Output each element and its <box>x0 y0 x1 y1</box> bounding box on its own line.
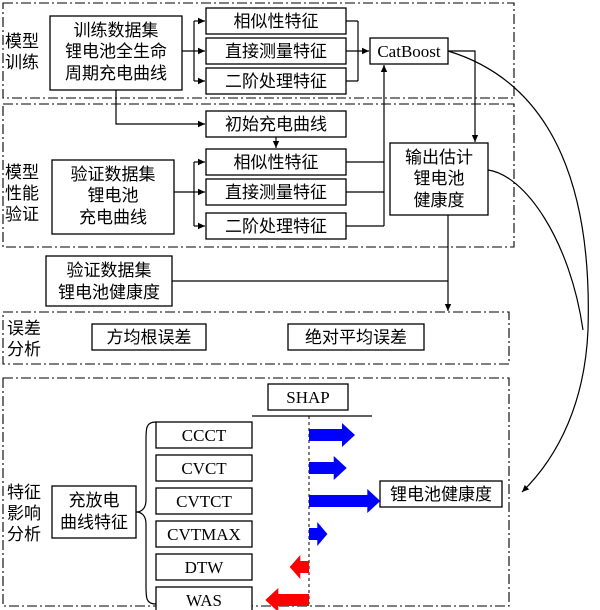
direct-feature-label-2: 直接测量特征 <box>225 183 327 203</box>
section-error-label-2: 分析 <box>7 340 41 360</box>
sim-feature-label-2: 相似性特征 <box>234 153 319 173</box>
sim-feature-label-1: 相似性特征 <box>234 12 319 32</box>
val-data-line-1: 验证数据集 <box>71 165 156 185</box>
section-training-frame <box>2 2 515 99</box>
section-error-label-1: 误差 <box>7 319 41 339</box>
direct-feature-box-2 <box>205 178 347 206</box>
feature-label-cvtct: CVTCT <box>176 492 232 511</box>
section-error-frame <box>2 311 510 365</box>
val-data-box <box>51 159 175 235</box>
feature-box-was <box>155 586 253 610</box>
val-data-line-3: 充电曲线 <box>79 208 147 228</box>
val-fork-line <box>174 162 195 226</box>
curve-output-branch <box>487 169 584 331</box>
shap-box <box>267 383 349 411</box>
direct-feature-box-1 <box>205 37 347 65</box>
feature-rows: CCCT CVCT CVTCT CVTMAX DTW WAS <box>155 421 381 610</box>
section-validation-label-2: 性能 <box>5 184 39 204</box>
initial-curve-box <box>205 110 347 138</box>
output-box <box>389 142 489 216</box>
curve-training-to-feature <box>447 50 589 493</box>
feature-box-cvct <box>155 454 253 482</box>
section-validation-frame <box>2 103 515 248</box>
val-data-line-2: 锂电池 <box>88 186 139 206</box>
output-line-3: 健康度 <box>414 191 465 211</box>
soh-target-label: 锂电池健康度 <box>390 485 492 505</box>
feature-label-cvct: CVCT <box>181 459 227 478</box>
shap-label: SHAP <box>286 388 329 407</box>
catboost-label: CatBoost <box>377 42 441 61</box>
shap-arrow-ccct <box>309 423 355 447</box>
shap-arrow-cvtct <box>309 489 381 513</box>
feature-box-cvtct <box>155 487 253 515</box>
rmse-box <box>91 323 207 351</box>
shap-arrow-was <box>265 588 309 610</box>
section-training-label-2: 训练 <box>5 53 39 73</box>
section-feature-label-1: 特征 <box>7 483 41 503</box>
train-fork-line <box>182 21 195 81</box>
feature-label-cvtmax: CVTMAX <box>167 525 241 544</box>
rmse-label: 方均根误差 <box>107 328 192 348</box>
charge-features-line-2: 曲线特征 <box>60 513 128 533</box>
feature-label-dtw: DTW <box>185 558 225 577</box>
shap-arrow-cvct <box>309 456 347 480</box>
output-line-1: 输出估计 <box>405 148 473 168</box>
section-feature-label-2: 影响 <box>7 504 41 524</box>
train-data-box <box>49 15 183 91</box>
feature-label-was: WAS <box>186 591 222 610</box>
train-data-line-1: 训练数据集 <box>74 21 159 41</box>
charge-features-box <box>51 485 137 539</box>
feature-label-ccct: CCCT <box>182 426 227 445</box>
second-feature-label-2: 二阶处理特征 <box>225 217 327 237</box>
sim-feature-box-1 <box>205 7 347 35</box>
second-feature-label-1: 二阶处理特征 <box>225 72 327 92</box>
section-feature-frame <box>2 377 510 607</box>
catboost-box <box>369 37 449 65</box>
section-feature-label-3: 分析 <box>7 525 41 545</box>
second-feature-box-1 <box>205 67 347 95</box>
feature-box-ccct <box>155 421 253 449</box>
direct-feature-label-1: 直接测量特征 <box>225 42 327 62</box>
feature-box-dtw <box>155 553 253 581</box>
shap-arrow-dtw <box>289 555 309 579</box>
train-data-line-3: 周期充电曲线 <box>65 64 167 84</box>
charge-features-line-1: 充放电 <box>69 491 120 511</box>
output-line-2: 锂电池 <box>414 169 465 189</box>
train-data-line-2: 锂电池全生命 <box>65 42 167 62</box>
section-validation-label-1: 模型 <box>5 163 39 183</box>
initial-curve-label: 初始充电曲线 <box>225 115 327 135</box>
catboost-to-output-arrow <box>448 50 479 142</box>
section-training-label-1: 模型 <box>5 32 39 52</box>
val-soh-box <box>45 255 173 307</box>
soh-target-box <box>379 480 503 508</box>
feature-box-cvtmax <box>155 520 253 548</box>
val-soh-line-1: 验证数据集 <box>67 261 152 281</box>
feature-brace <box>135 421 157 605</box>
train-to-initial-arrow <box>115 90 205 128</box>
mae-label: 绝对平均误差 <box>305 328 407 348</box>
val-soh-line-2: 锂电池健康度 <box>58 283 160 303</box>
shap-arrow-cvtmax <box>309 522 328 546</box>
section-validation-label-3: 验证 <box>5 205 39 225</box>
val-features-merge-line <box>346 161 385 227</box>
mae-box <box>287 323 425 351</box>
